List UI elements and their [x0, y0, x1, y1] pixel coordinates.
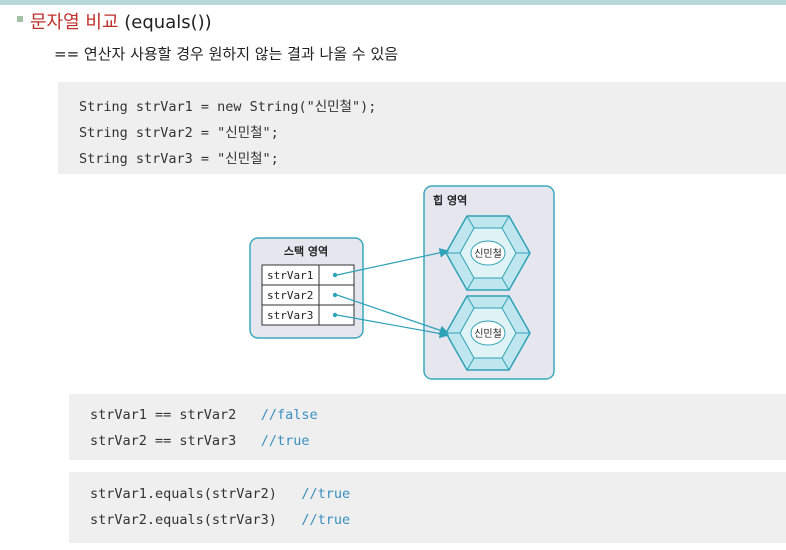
page-subtitle: == 연산자 사용할 경우 원하지 않는 결과 나올 수 있음 — [54, 45, 399, 63]
arrow-strvar3 — [336, 314, 450, 339]
heap-object-value: 신민철 — [474, 328, 502, 340]
stack-area: 스택 영역 strVar1 strVar2 strVar3 — [249, 237, 364, 339]
code-block-equals-method: strVar1.equals(strVar2) //true strVar2.e… — [69, 472, 786, 543]
code-line: String strVar1 = new String("신민철"); — [79, 99, 377, 115]
stack-var: strVar2 — [267, 289, 313, 302]
code-block-equality-operator: strVar1 == strVar2 //false strVar2 == st… — [69, 394, 786, 460]
heap-object-value: 신민철 — [474, 248, 502, 260]
heap-object-2: 신민철 — [445, 295, 531, 371]
page-title: 문자열 비교 (equals()) — [30, 12, 212, 33]
code-comment: //true — [301, 486, 351, 502]
code-comment: //true — [301, 512, 351, 528]
reference-arrows — [336, 248, 450, 339]
title-bullet-icon — [17, 16, 23, 22]
arrow-strvar2 — [336, 294, 450, 335]
heap-label: 힙 영역 — [433, 193, 467, 207]
code-line: strVar1.equals(strVar2) //true — [90, 486, 351, 502]
top-accent-bar — [0, 0, 786, 5]
heap-object-1: 신민철 — [445, 215, 531, 291]
heap-area: 힙 영역 신민철 신민철 — [423, 185, 555, 380]
arrow-strvar1 — [336, 248, 450, 276]
code-block-declarations: String strVar1 = new String("신민철"); Stri… — [58, 82, 786, 174]
code-line: String strVar3 = "신민철"; — [79, 151, 279, 167]
reference-dot — [332, 272, 338, 278]
stack-var: strVar1 — [267, 269, 313, 282]
code-line: strVar2.equals(strVar3) //true — [90, 512, 351, 528]
code-comment: //true — [260, 433, 310, 449]
code-line: strVar1 == strVar2 //false — [90, 407, 318, 423]
code-comment: //false — [260, 407, 318, 423]
reference-dot — [332, 292, 338, 298]
reference-dot — [332, 312, 338, 318]
stack-label: 스택 영역 — [284, 244, 328, 258]
stack-var: strVar3 — [267, 309, 313, 322]
code-line: strVar2 == strVar3 //true — [90, 433, 310, 449]
code-line: String strVar2 = "신민철"; — [79, 125, 279, 141]
